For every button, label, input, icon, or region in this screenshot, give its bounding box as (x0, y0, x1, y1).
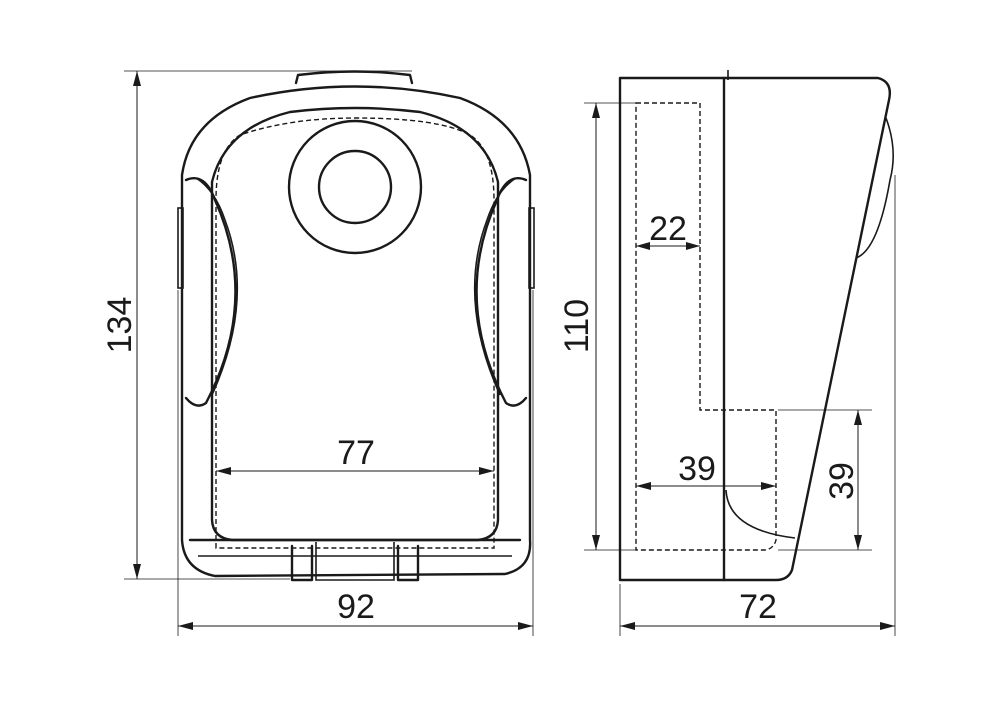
right-grip (475, 177, 528, 407)
right-foot (396, 544, 420, 582)
label-inner-depth-bottom: 39 (678, 450, 716, 488)
side-back-plate (618, 76, 726, 582)
front-dimensions: 134 92 77 (101, 70, 534, 636)
center-slot (315, 542, 395, 581)
right-grip-inner (473, 177, 517, 396)
lock-cylinder-outer (287, 119, 423, 255)
left-grip-inner (195, 177, 239, 396)
right-side-tab (528, 207, 535, 289)
side-sloped-front (722, 76, 892, 582)
left-side-tab (177, 207, 184, 289)
left-foot (290, 544, 314, 582)
front-view (177, 70, 535, 582)
front-face-panel (210, 106, 500, 542)
left-grip (184, 177, 237, 407)
label-height-total: 134 (101, 297, 139, 354)
label-side-height: 110 (558, 299, 596, 353)
lock-cylinder-inner (317, 149, 393, 225)
side-lock-protrusion (855, 117, 894, 259)
label-width-total: 92 (337, 588, 375, 626)
front-outer-body (180, 85, 532, 578)
front-hidden-interior (215, 117, 495, 549)
side-lower-curve (725, 489, 796, 539)
label-inner-height-bottom: 39 (823, 462, 861, 500)
label-depth-total: 72 (739, 588, 777, 626)
label-inner-width: 77 (337, 434, 375, 472)
side-dimensions: 110 22 39 39 72 (558, 102, 896, 636)
label-inner-depth-top: 22 (649, 210, 687, 248)
top-knob (294, 70, 414, 85)
side-view (618, 70, 894, 582)
